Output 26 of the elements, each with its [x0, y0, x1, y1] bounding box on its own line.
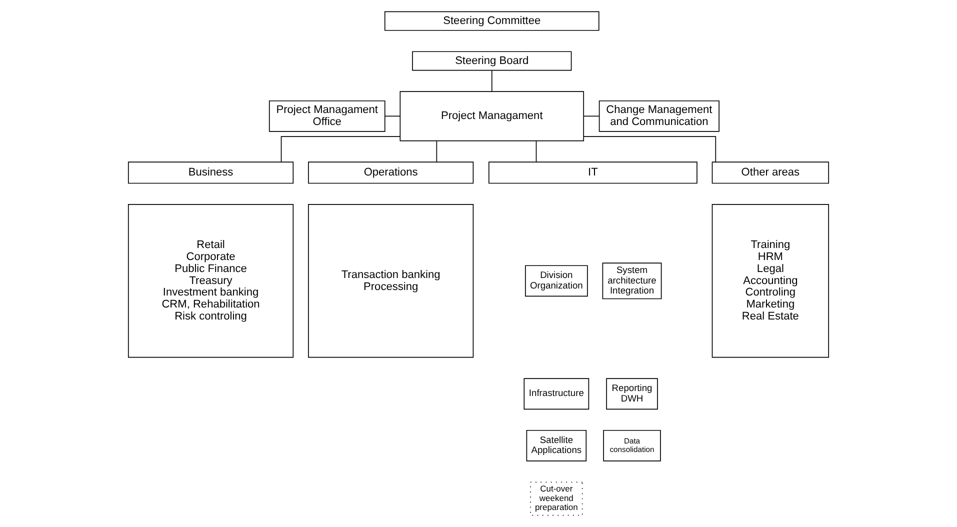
connector — [384, 116, 400, 117]
node-box: Change Management and Communication — [598, 100, 720, 132]
node-box: Operations — [308, 162, 474, 184]
node-box: Infrastructure — [524, 378, 590, 410]
connector — [436, 140, 438, 162]
node-box: Data consolidation — [603, 430, 661, 462]
connector — [491, 70, 492, 92]
node-box: Transaction banking Processing — [308, 204, 474, 358]
node-box: Steering Board — [412, 51, 572, 71]
node-box: Division Organization — [525, 265, 588, 297]
node-box: Reporting DWH — [606, 378, 658, 410]
node-box: Retail Corporate Public Finance Treasury Investment banking CRM, Rehabilitation Risk controling — [128, 204, 294, 358]
node-box: Satellite Applications — [526, 430, 587, 462]
node-box: Project Managament Office — [268, 100, 386, 132]
connector — [583, 116, 600, 117]
node-box: Business — [128, 162, 294, 184]
node-box: Other areas — [712, 162, 830, 184]
node-box: Project Managament — [400, 91, 584, 142]
node-box: System architecture Integration — [602, 262, 662, 300]
node-box: Cut-over weekend preparation — [530, 482, 583, 516]
node-box: Steering Committee — [384, 11, 600, 31]
node-box: IT — [488, 162, 698, 184]
connector — [536, 140, 537, 162]
connector — [583, 136, 716, 162]
connector — [280, 136, 401, 162]
node-box: Training HRM Legal Accounting Controling Marketing Real Estate — [712, 204, 830, 358]
